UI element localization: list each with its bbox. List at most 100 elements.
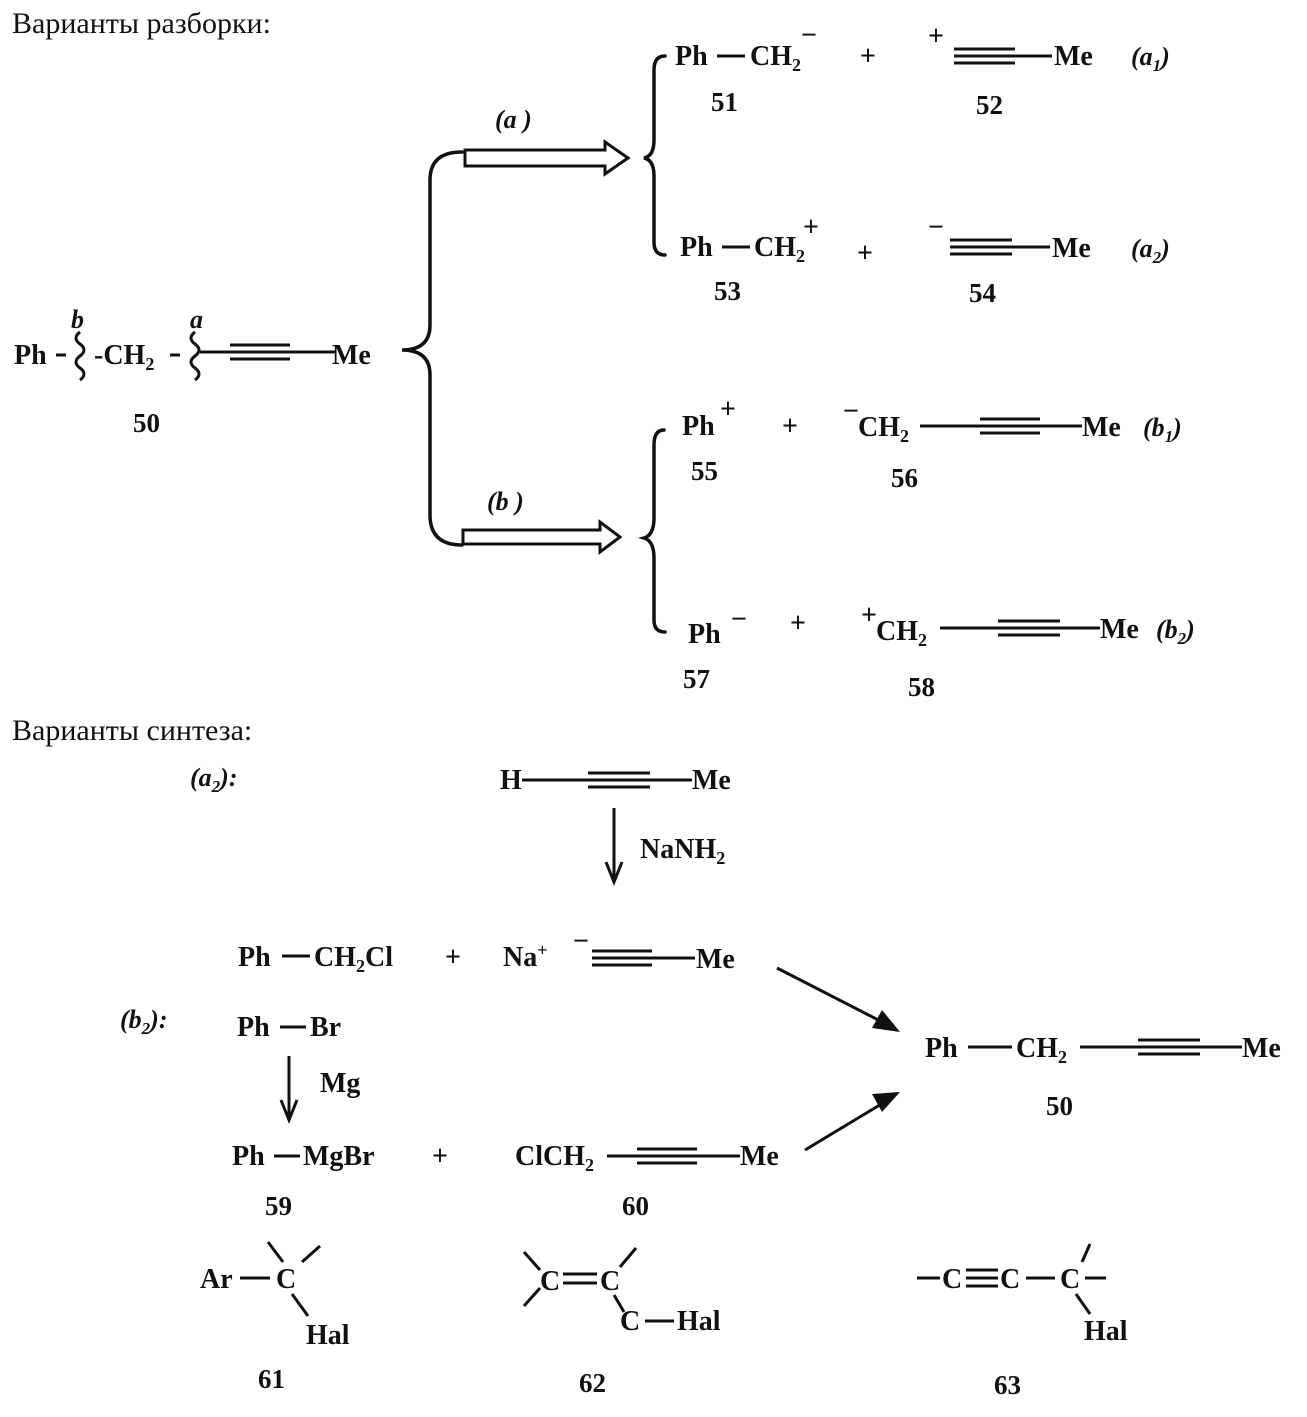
clch2-me: Me [740, 1141, 779, 1172]
compound-number-62: 62 [579, 1368, 606, 1398]
compound-number-53: 53 [714, 276, 741, 306]
phbr-br: Br [310, 1012, 341, 1043]
route-label-b2: (b2) [1156, 615, 1195, 648]
compound-number-56: 56 [891, 463, 918, 493]
compound-number-51: 51 [711, 87, 738, 117]
fragment-62-c3: C [620, 1306, 640, 1337]
fragment-63-hal: Hal [1084, 1316, 1128, 1347]
grignard-ph: Ph [232, 1141, 265, 1172]
benzyl-chloride: Ph CH2Cl [238, 942, 393, 976]
arrow-head [872, 1010, 900, 1032]
compound-number-57: 57 [683, 664, 710, 694]
plus-sign: + [782, 411, 798, 442]
benzyl-ph: Ph [238, 942, 271, 973]
synthon-57: Ph − 57 [683, 604, 747, 694]
compound-number-63: 63 [994, 1370, 1021, 1400]
cleavage-mark-a [189, 330, 201, 382]
synthesis-route-b2-label: (b2): [120, 1005, 168, 1038]
route-label-b1: (b1) [1143, 413, 1182, 446]
target-ch2: -CH2 [94, 340, 154, 374]
synthon-58-ch2: CH2 [876, 616, 927, 650]
plus-sign: + [445, 942, 461, 973]
synthon-53-ph: Ph [680, 232, 713, 263]
synthon-58-charge: + [861, 600, 877, 631]
grignard-mgbr: MgBr [303, 1141, 375, 1172]
bond-line [522, 1251, 542, 1271]
synthon-51-ch2: CH2 [750, 41, 801, 75]
synthon-52-charge: + [928, 21, 944, 52]
benzyl-ch2cl: CH2Cl [314, 942, 393, 976]
route-b-label: (b ) [487, 487, 524, 516]
synthon-51-ph: Ph [675, 41, 708, 72]
synthon-56: − CH2 Me (b1) 56 [843, 396, 1182, 493]
clch2: ClCH2 [515, 1141, 594, 1175]
arrow-head [279, 1099, 299, 1125]
target-ph: Ph [14, 340, 47, 371]
cleavage-mark-b [74, 330, 86, 382]
compound-number-50: 50 [133, 408, 160, 438]
reagent-mg: Mg [320, 1068, 360, 1099]
cleavage-label-b: b [71, 305, 84, 334]
arrow-head [872, 1092, 900, 1112]
bond-line [266, 1241, 285, 1263]
propyne: H Me [500, 765, 731, 796]
compound-number-50: 50 [1046, 1091, 1073, 1121]
synthesis-route-a2-label: (a2): [190, 763, 238, 796]
fragment-61-ar: Ar [200, 1264, 233, 1295]
sodium-propynide: Na+ − Me [503, 926, 735, 975]
synthesis-header: Варианты синтеза: [12, 714, 252, 747]
synthon-52: + Me (a1) 52 [928, 21, 1170, 120]
bromobenzene: Ph Br [237, 1012, 341, 1043]
sodium-na: Na+ [503, 940, 548, 973]
target-molecule-50: Ph b -CH2 a Me 50 [14, 305, 371, 438]
synthon-54-charge: − [928, 212, 944, 243]
plus-sign: + [432, 1141, 448, 1172]
plus-sign: + [857, 238, 873, 269]
route-label-a2: (a2) [1131, 234, 1170, 267]
bond-line [290, 1293, 310, 1317]
bond-line [612, 1294, 626, 1313]
fragment-62-c2: C [600, 1266, 620, 1297]
target-me: Me [332, 340, 371, 371]
compound-number-59: 59 [265, 1191, 292, 1221]
fragment-62-hal: Hal [677, 1306, 721, 1337]
synthon-53-ch2: CH2 [754, 232, 805, 266]
product-50: Ph CH2 Me 50 [925, 1033, 1281, 1121]
retro-arrow-b [461, 519, 623, 555]
fragment-63-c1: C [942, 1264, 962, 1295]
compound-number-52: 52 [976, 90, 1003, 120]
bond-line [1074, 1293, 1092, 1315]
synthon-56-me: Me [1082, 412, 1121, 443]
synthon-53: Ph CH2 + 53 [680, 212, 819, 306]
main-branch-brace [401, 150, 464, 547]
disconnection-header: Варианты разборки: [12, 7, 271, 40]
compound-number-61: 61 [258, 1364, 285, 1394]
synthon-55-charge: + [720, 394, 736, 425]
cleavage-label-a: a [190, 305, 203, 334]
bond-line [522, 1287, 542, 1307]
synthon-51-charge: − [801, 20, 817, 51]
acetylide-charge: − [573, 926, 589, 957]
synthon-55-ph: Ph [682, 411, 715, 442]
synthon-53-charge: + [803, 212, 819, 243]
route-b-brace [637, 428, 667, 634]
fragment-63-c2: C [1000, 1264, 1020, 1295]
bond-line [1080, 1243, 1092, 1263]
fragment-61-hal: Hal [306, 1320, 350, 1351]
bond-line [618, 1247, 638, 1268]
grignard-59: Ph MgBr 59 [232, 1141, 375, 1221]
synthon-58: + CH2 Me (b2) 58 [861, 600, 1195, 702]
fragment-61-c: C [276, 1264, 296, 1295]
compound-number-58: 58 [908, 672, 935, 702]
reaction-arrow-to-product [776, 966, 891, 1028]
fragment-61: Ar C Hal 61 [200, 1241, 350, 1394]
synthon-56-charge: − [843, 396, 859, 427]
phbr-ph: Ph [237, 1012, 270, 1043]
product-ch2: CH2 [1016, 1033, 1067, 1067]
propyne-h: H [500, 765, 522, 796]
synthon-56-ch2: CH2 [858, 412, 909, 446]
synthon-51: Ph CH2 − 51 [675, 20, 817, 117]
compound-number-54: 54 [969, 278, 996, 308]
route-label-a1: (a1) [1131, 42, 1170, 75]
fragment-63: C C C Hal 63 [917, 1243, 1128, 1400]
